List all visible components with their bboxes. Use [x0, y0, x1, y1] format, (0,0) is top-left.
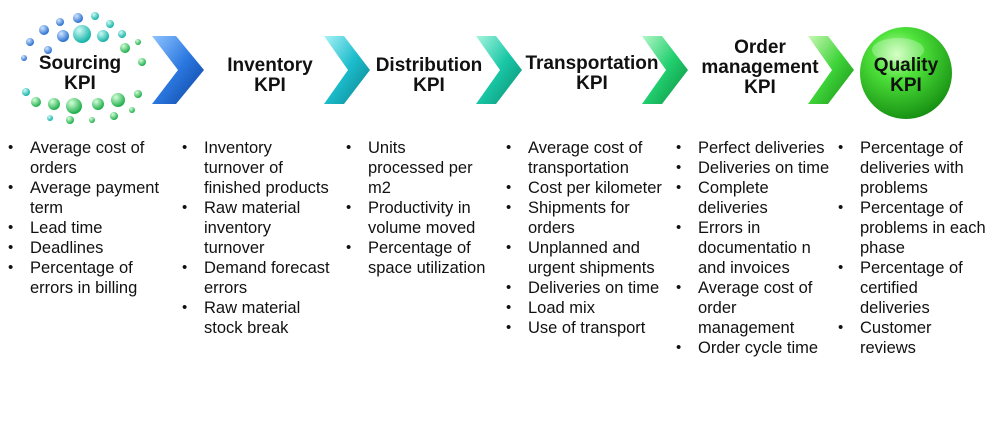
list-item: Cost per kilometer: [500, 178, 668, 198]
list-item: Inventory turnover of finished products: [176, 138, 336, 198]
distribution-title-line1: Distribution: [375, 55, 483, 76]
transportation-kpi-list: Average cost of transportation Cost per …: [500, 138, 668, 338]
list-item: Shipments for orders: [500, 198, 668, 238]
list-item: Percentage of errors in billing: [2, 258, 176, 298]
sourcing-kpi-list: Average cost of orders Average payment t…: [2, 138, 176, 298]
distribution-title-line2: KPI: [413, 75, 445, 96]
list-item: Percentage of problems in each phase: [832, 198, 992, 258]
order-management-title: Order management KPI: [680, 38, 840, 98]
quality-title-line1: Quality: [873, 55, 939, 76]
sourcing-title: Sourcing KPI: [14, 54, 146, 94]
list-item: Errors in documentatio n and invoices: [670, 218, 830, 278]
list-item: Average cost of orders: [2, 138, 176, 178]
list-item: Units processed per m2: [340, 138, 486, 198]
list-item: Complete deliveries: [670, 178, 830, 218]
list-item: Lead time: [2, 218, 176, 238]
list-item: Average cost of transportation: [500, 138, 668, 178]
list-item: Productivity in volume moved: [340, 198, 486, 238]
list-item: Percentage of deliveries with problems: [832, 138, 992, 198]
chevron-arrow-icon-4: [642, 36, 688, 104]
header-graphics: [21, 12, 952, 124]
list-item: Deliveries on time: [670, 158, 830, 178]
list-item: Demand forecast errors: [176, 258, 336, 298]
list-item: Order cycle time: [670, 338, 830, 358]
quality-title: Quality KPI: [860, 56, 952, 96]
sourcing-title-line1: Sourcing: [38, 53, 122, 74]
list-item: Load mix: [500, 298, 668, 318]
list-item: Average payment term: [2, 178, 176, 218]
chevron-arrow-icon-3: [476, 36, 522, 104]
chevron-arrow-icon-2: [324, 36, 370, 104]
list-item: Average cost of order management: [670, 278, 830, 338]
order-management-kpi-list: Perfect deliveries Deliveries on time Co…: [670, 138, 830, 358]
quality-circle-graphic: [860, 27, 952, 119]
list-item: Customer reviews: [832, 318, 992, 358]
inventory-title-line1: Inventory: [227, 55, 313, 76]
list-item: Deadlines: [2, 238, 176, 258]
list-item: Percentage of space utilization: [340, 238, 486, 278]
list-item: Perfect deliveries: [670, 138, 830, 158]
list-item: Use of transport: [500, 318, 668, 338]
list-item: Unplanned and urgent shipments: [500, 238, 668, 278]
order-management-title-line2: management: [701, 57, 819, 78]
chevron-arrow-icon-1: [152, 36, 204, 104]
list-item: Deliveries on time: [500, 278, 668, 298]
sourcing-dots-graphic: [21, 12, 146, 124]
quality-kpi-list: Percentage of deliveries with problems P…: [832, 138, 992, 358]
order-management-title-line3: KPI: [744, 77, 776, 98]
transportation-title-line2: KPI: [576, 73, 608, 94]
transportation-title-line1: Transportation: [525, 53, 659, 74]
quality-title-line2: KPI: [890, 75, 922, 96]
inventory-title: Inventory KPI: [206, 56, 334, 96]
list-item: Raw material inventory turnover: [176, 198, 336, 258]
list-item: Raw material stock break: [176, 298, 336, 338]
chevron-arrow-icon-5: [808, 36, 854, 104]
distribution-kpi-list: Units processed per m2 Productivity in v…: [340, 138, 486, 278]
order-management-title-line1: Order: [734, 37, 786, 58]
list-item: Percentage of certified deliveries: [832, 258, 992, 318]
inventory-title-line2: KPI: [254, 75, 286, 96]
transportation-title: Transportation KPI: [512, 54, 672, 94]
sourcing-title-line2: KPI: [64, 73, 96, 94]
inventory-kpi-list: Inventory turnover of finished products …: [176, 138, 336, 338]
distribution-title: Distribution KPI: [358, 56, 500, 96]
